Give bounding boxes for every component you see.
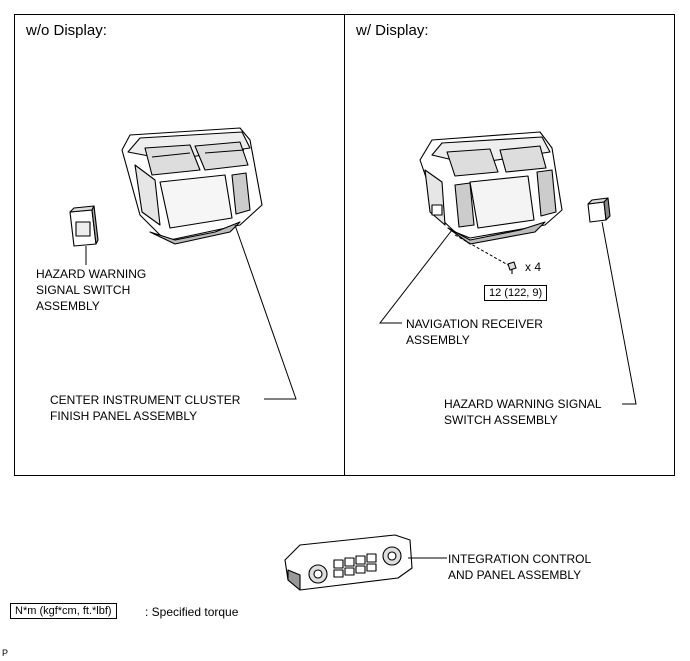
left-header: w/o Display: (26, 22, 107, 39)
center-cluster-label: CENTER INSTRUMENT CLUSTER FINISH PANEL A… (50, 393, 241, 423)
hazard-switch-right-drawing (587, 197, 611, 223)
navigation-receiver-drawing (419, 131, 563, 245)
integration-control-drawing (284, 534, 413, 591)
hazard-switch-left-label: HAZARD WARNING SIGNAL SWITCH ASSEMBLY (36, 267, 147, 313)
corner-mark: P (2, 648, 9, 658)
legend-desc: : Specified torque (145, 605, 239, 619)
navigation-label: NAVIGATION RECEIVER ASSEMBLY (406, 317, 543, 347)
leader-center-cluster (234, 224, 297, 400)
screw-qty: x 4 (525, 260, 542, 274)
right-panel (344, 14, 675, 476)
hazard-switch-left-drawing (69, 205, 99, 247)
leader-screw (454, 234, 509, 266)
screw-drawing (507, 261, 517, 274)
leader-hazard-right (601, 221, 637, 405)
center-cluster-panel-drawing (121, 127, 263, 245)
right-header: w/ Display: (356, 22, 429, 39)
torque-value-box: 12 (122, 9) (484, 285, 548, 301)
hazard-switch-right-label: HAZARD WARNING SIGNAL SWITCH ASSEMBLY (444, 397, 602, 427)
integration-label: INTEGRATION CONTROL AND PANEL ASSEMBLY (448, 552, 592, 582)
leader-navigation (378, 229, 453, 324)
legend-unit-box: N*m (kgf*cm, ft.*lbf) (10, 603, 117, 619)
